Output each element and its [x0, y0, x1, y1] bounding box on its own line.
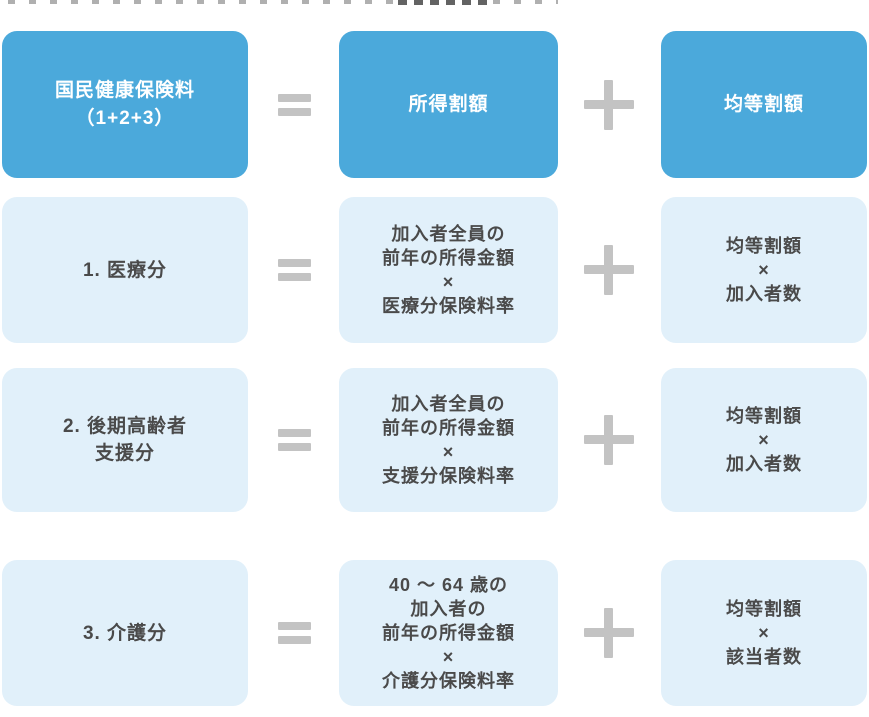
total-premium-box: 国民健康保険料 （1+2+3）: [2, 31, 248, 178]
equals-icon: [278, 259, 311, 281]
equals-icon: [278, 93, 311, 116]
medical-portion-box: 1. 医療分: [2, 197, 248, 343]
nursing-income-formula-box: 40 ～ 64 歳の 加入者の 前年の所得金額 × 介護分保険料率: [339, 560, 558, 706]
equals-icon: [278, 622, 311, 644]
clipped-text-remnant: [493, 0, 558, 4]
elderly-support-portion-box: 2. 後期高齢者 支援分: [2, 368, 248, 512]
clipped-text-remnant: [398, 0, 493, 5]
support-per-capita-formula-box: 均等割額 × 加入者数: [661, 368, 867, 512]
medical-income-formula-box: 加入者全員の 前年の所得金額 × 医療分保険料率: [339, 197, 558, 343]
nursing-per-capita-formula-box: 均等割額 × 該当者数: [661, 560, 867, 706]
support-income-formula-box: 加入者全員の 前年の所得金額 × 支援分保険料率: [339, 368, 558, 512]
plus-icon: [584, 608, 634, 658]
formula-row-elderly-support: 2. 後期高齢者 支援分 加入者全員の 前年の所得金額 × 支援分保険料率 均等…: [0, 368, 869, 512]
formula-row-total: 国民健康保険料 （1+2+3） 所得割額 均等割額: [0, 31, 869, 178]
medical-per-capita-formula-box: 均等割額 × 加入者数: [661, 197, 867, 343]
equals-icon: [278, 429, 311, 451]
formula-row-medical: 1. 医療分 加入者全員の 前年の所得金額 × 医療分保険料率 均等割額 × 加…: [0, 197, 869, 343]
plus-icon: [584, 415, 634, 465]
plus-icon: [584, 79, 634, 130]
per-capita-share-box: 均等割額: [661, 31, 867, 178]
clipped-text-remnant: [8, 0, 398, 4]
income-based-share-box: 所得割額: [339, 31, 558, 178]
plus-icon: [584, 245, 634, 295]
formula-row-nursing-care: 3. 介護分 40 ～ 64 歳の 加入者の 前年の所得金額 × 介護分保険料率…: [0, 560, 869, 706]
nursing-care-portion-box: 3. 介護分: [2, 560, 248, 706]
